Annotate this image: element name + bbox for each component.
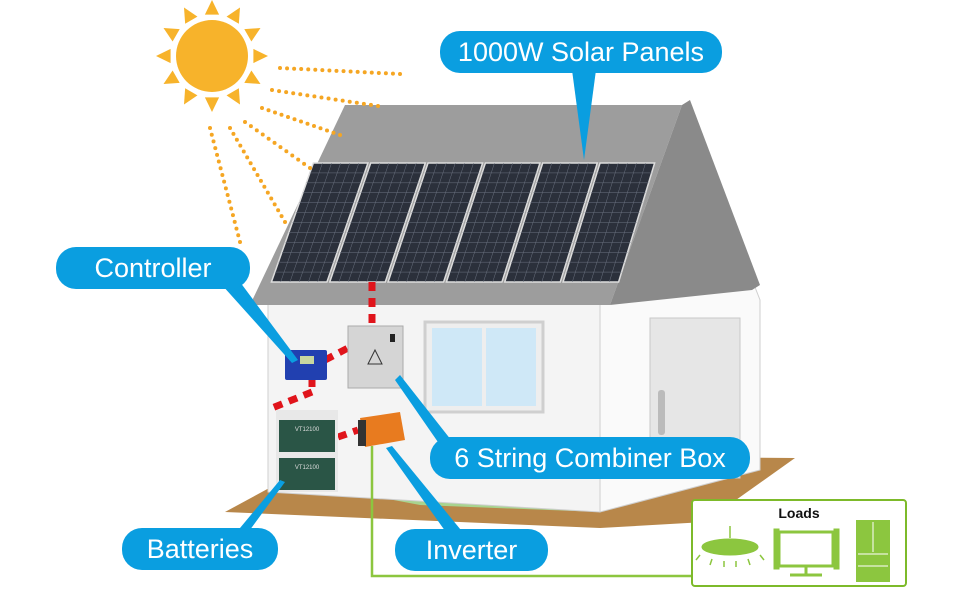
battery-model-text: VT12100 [295,465,320,471]
batteries: VT12100 VT12100 [276,410,338,492]
loads-title: Loads [778,505,820,521]
door-handle [658,390,665,435]
loads-box [691,499,907,587]
label-solar-panels: 1000W Solar Panels [440,31,722,73]
ac-wire [370,446,692,578]
solar-panels [270,162,656,283]
label-inverter: Inverter [395,529,548,571]
sun-dotted-rays [208,66,402,244]
roof-gable-edge [610,100,760,305]
label-batteries: Batteries [122,528,278,570]
combiner-box [347,325,404,389]
tv-icon [773,528,840,577]
label-controller: Controller [56,247,250,289]
battery-model-text: VT12100 [295,427,320,433]
ceiling-lamp-icon [695,526,765,567]
label-pointers [222,70,596,540]
sun-icon [156,0,268,112]
inverter-device [358,412,405,447]
refrigerator-icon [856,520,890,582]
label-combiner-box: 6 String Combiner Box [430,437,750,479]
